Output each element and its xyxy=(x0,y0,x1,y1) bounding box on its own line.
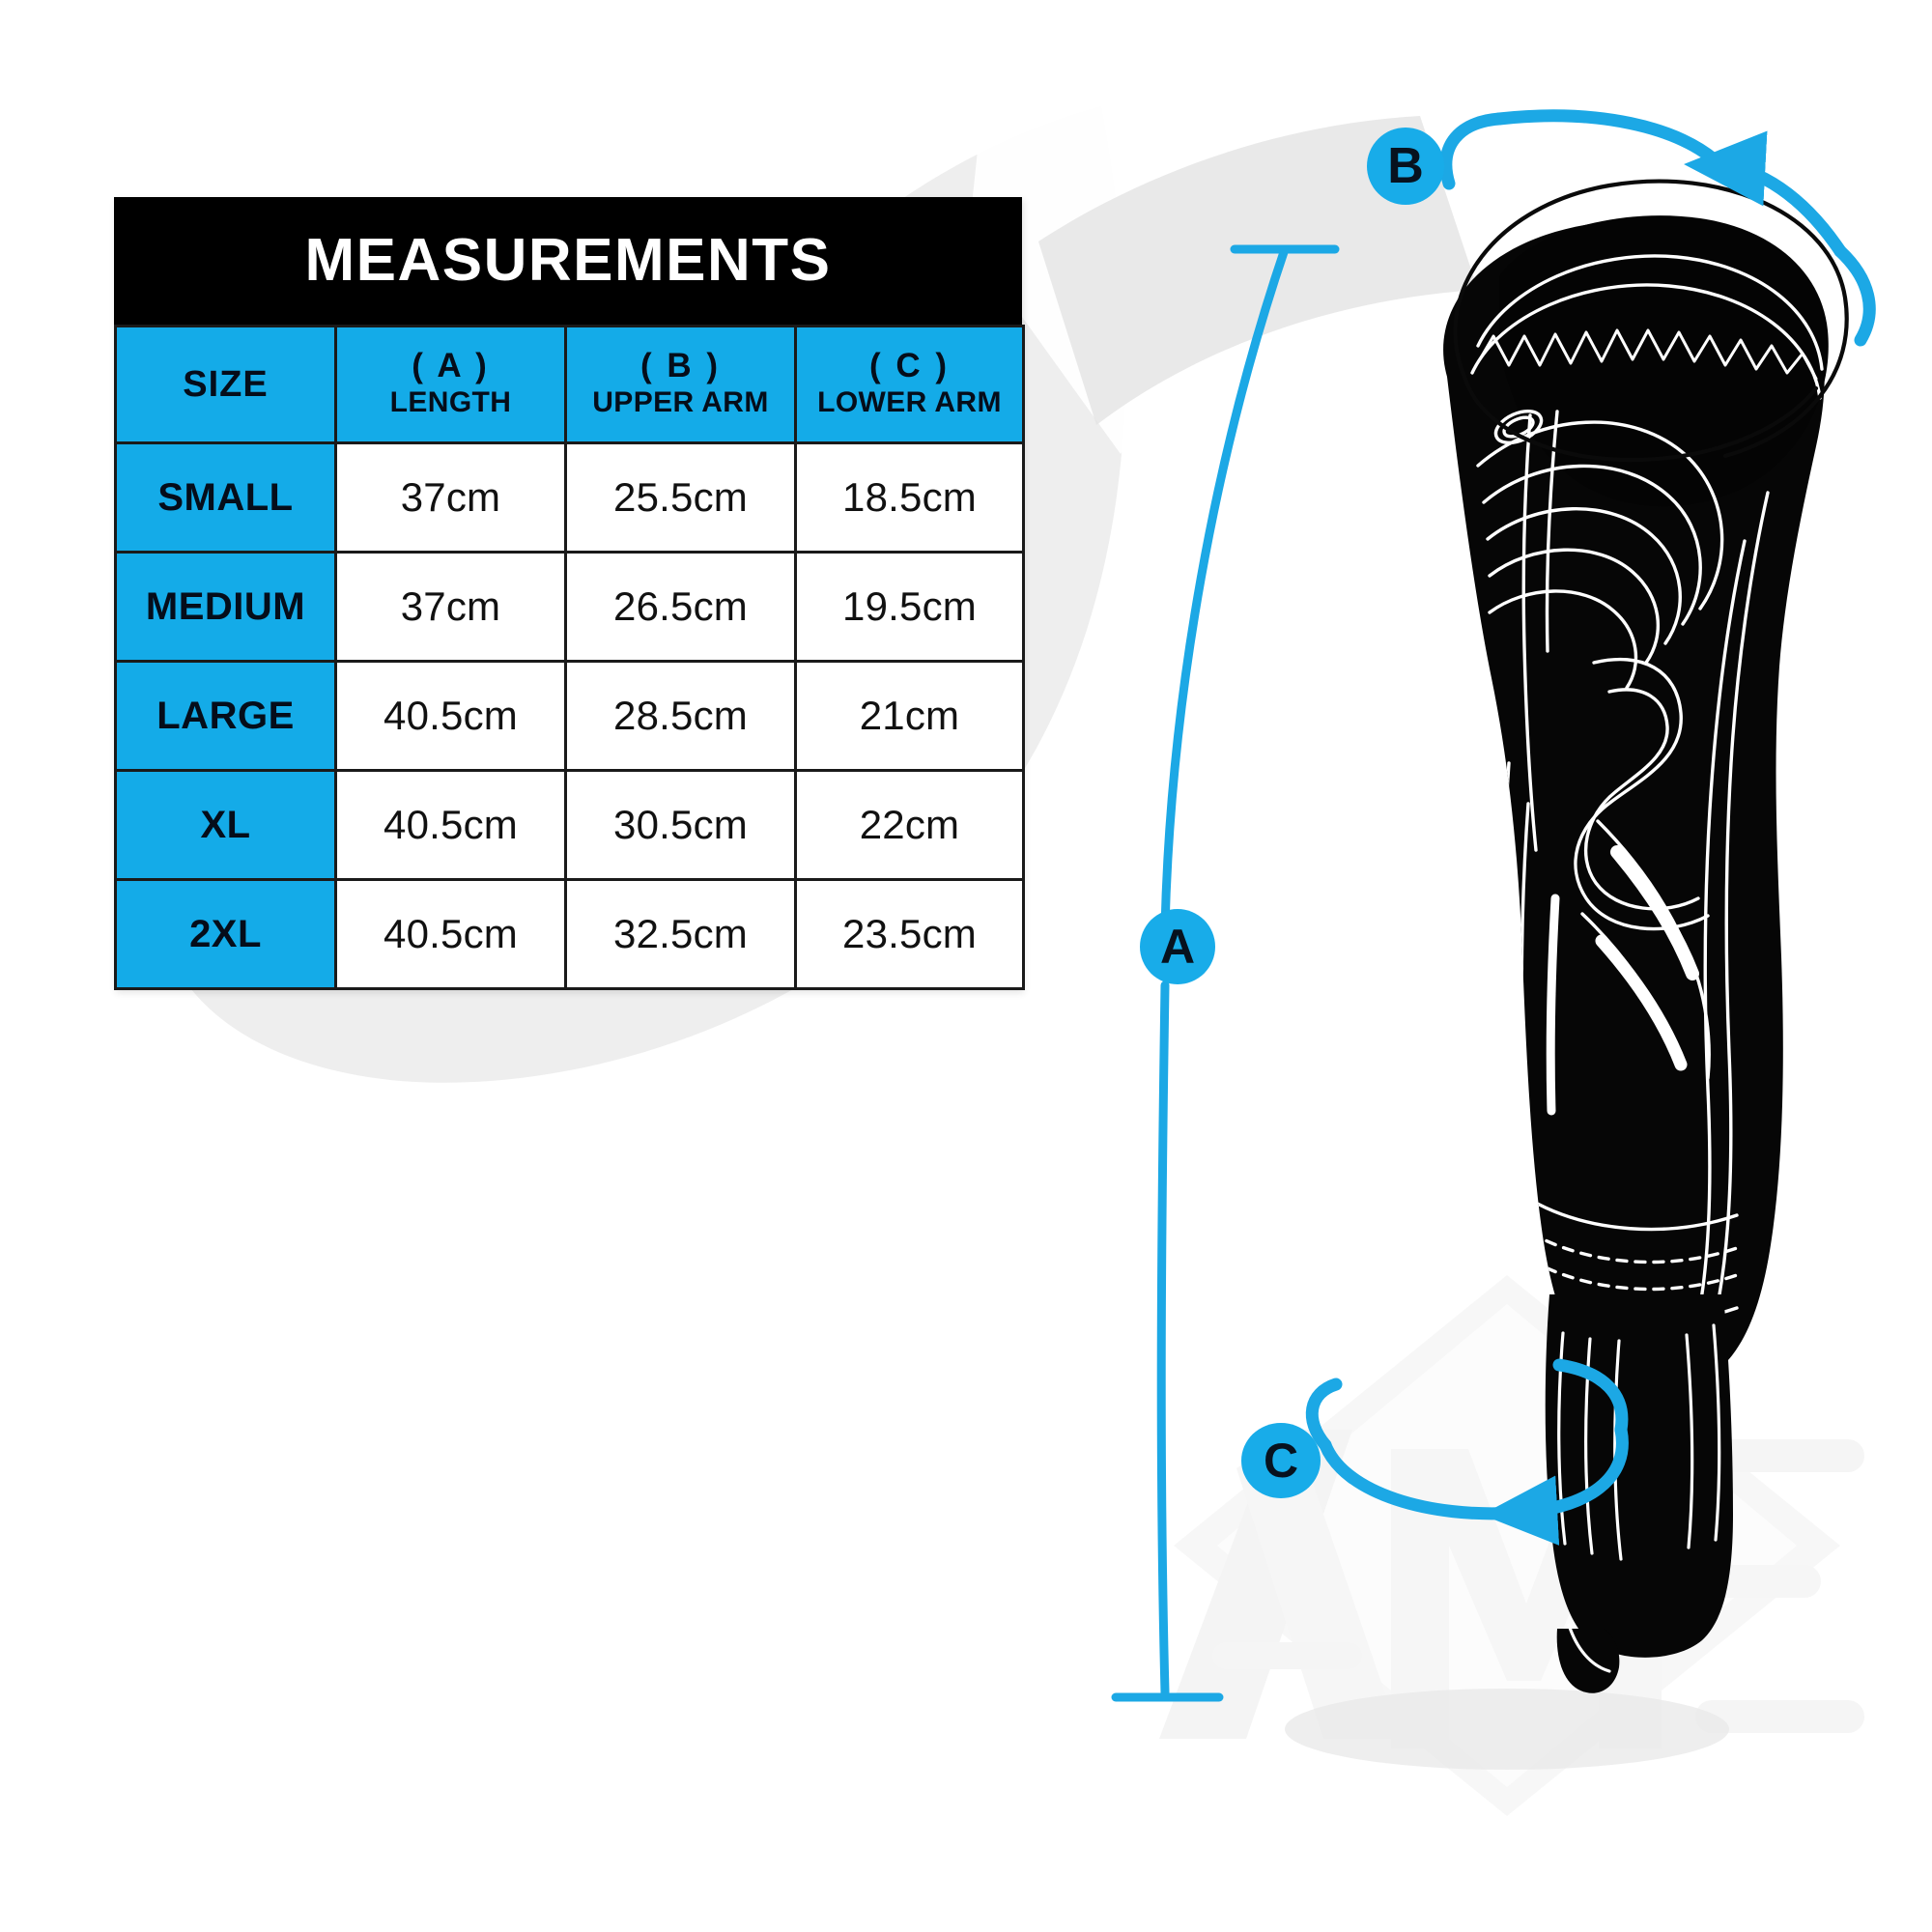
column-header-length-label: LENGTH xyxy=(389,386,512,419)
column-header-lower-arm-label: LOWER ARM xyxy=(817,386,1002,419)
lower-arm-value: 18.5cm xyxy=(794,441,1025,554)
column-header-length-code: ( A ) xyxy=(412,347,490,385)
arm-guard-lower-lines xyxy=(1557,1323,1721,1673)
length-value: 37cm xyxy=(334,551,567,663)
upper-arm-circumference-outline xyxy=(1453,179,1849,463)
size-label: XL xyxy=(114,769,337,881)
table-header-row: SIZE ( A ) LENGTH ( B ) UPPER ARM ( C ) … xyxy=(114,325,1025,444)
upper-arm-circumference-arrow-b xyxy=(1439,109,1876,347)
measurement-marker-c: C xyxy=(1241,1423,1321,1498)
arm-guard-body xyxy=(1443,215,1829,1390)
page-title: MEASUREMENTS xyxy=(304,227,832,294)
upper-arm-arrow-head-path xyxy=(1684,130,1847,258)
column-header-upper-arm-label: UPPER ARM xyxy=(592,386,769,419)
table-row: LARGE 40.5cm 28.5cm 21cm xyxy=(114,660,1025,772)
upper-arm-value: 32.5cm xyxy=(564,878,797,990)
column-header-upper-arm-code: ( B ) xyxy=(639,347,722,385)
size-label: SMALL xyxy=(114,441,337,554)
upper-arm-value: 30.5cm xyxy=(564,769,797,881)
size-label: LARGE xyxy=(114,660,337,772)
lower-arm-value: 23.5cm xyxy=(794,878,1025,990)
arm-guard-lower-section xyxy=(1545,1294,1733,1693)
size-label: 2XL xyxy=(114,878,337,990)
upper-arm-arrow-tail xyxy=(1439,112,1506,190)
size-label: MEDIUM xyxy=(114,551,337,663)
length-value: 40.5cm xyxy=(334,878,567,990)
product-ground-shadow xyxy=(1285,1689,1729,1770)
arm-guard-panel-lines xyxy=(1458,254,1824,1390)
length-line-lower-shaft xyxy=(1156,980,1170,1697)
lower-arm-arrow-tail xyxy=(1305,1378,1343,1452)
column-header-lower-arm-code: ( C ) xyxy=(868,347,951,385)
lower-arm-value: 19.5cm xyxy=(794,551,1025,663)
upper-arm-arrow-wrap xyxy=(1833,244,1876,347)
lower-arm-value: 22cm xyxy=(794,769,1025,881)
measurements-table: SIZE ( A ) LENGTH ( B ) UPPER ARM ( C ) … xyxy=(114,325,1025,990)
measurements-size-chart: MEASUREMENTS SIZE ( A ) LENGTH ( B ) UPP… xyxy=(114,197,1025,990)
upper-arm-value: 26.5cm xyxy=(564,551,797,663)
table-row: SMALL 37cm 25.5cm 18.5cm xyxy=(114,441,1025,554)
lower-arm-arrow-head-path xyxy=(1481,1423,1629,1546)
length-value: 40.5cm xyxy=(334,660,567,772)
measurement-marker-b: B xyxy=(1367,128,1444,205)
column-header-size-label: SIZE xyxy=(183,363,269,405)
length-value: 40.5cm xyxy=(334,769,567,881)
lower-arm-value: 21cm xyxy=(794,660,1025,772)
column-header-length: ( A ) LENGTH xyxy=(334,325,567,444)
lower-arm-arrow-front-sweep xyxy=(1319,1438,1523,1520)
upper-arm-arrow-top-sweep xyxy=(1492,109,1728,173)
table-row: XL 40.5cm 30.5cm 22cm xyxy=(114,769,1025,881)
lower-arm-circumference-arrow-c xyxy=(1305,1358,1629,1546)
length-line-upper-shaft xyxy=(1160,244,1290,932)
chart-title-bar: MEASUREMENTS xyxy=(114,197,1022,325)
table-row: MEDIUM 37cm 26.5cm 19.5cm xyxy=(114,551,1025,663)
arm-guard-illustration xyxy=(1443,179,1849,1693)
length-value: 37cm xyxy=(334,441,567,554)
measurement-marker-a: A xyxy=(1140,909,1215,984)
column-header-size: SIZE xyxy=(114,325,337,444)
background-white-sweep xyxy=(968,77,1372,454)
background-watermark-logo xyxy=(1159,1275,1864,1816)
column-header-upper-arm: ( B ) UPPER ARM xyxy=(564,325,797,444)
upper-arm-value: 28.5cm xyxy=(564,660,797,772)
table-row: 2XL 40.5cm 32.5cm 23.5cm xyxy=(114,878,1025,990)
upper-arm-value: 25.5cm xyxy=(564,441,797,554)
column-header-lower-arm: ( C ) LOWER ARM xyxy=(794,325,1025,444)
lower-arm-arrow-wrap xyxy=(1552,1358,1629,1436)
